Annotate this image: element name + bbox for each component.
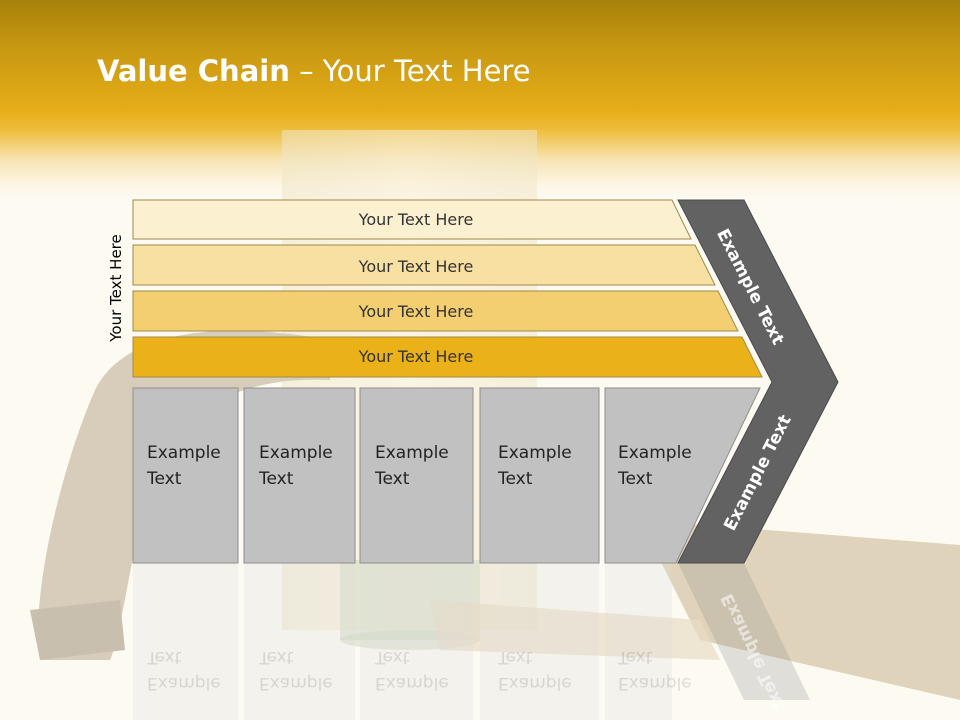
bar-4 xyxy=(132,336,763,378)
box-reflection-text: Text xyxy=(258,647,294,667)
box-reflection xyxy=(244,563,355,720)
box-2 xyxy=(243,387,356,564)
bar-1 xyxy=(132,199,692,240)
box-4-line1: Example xyxy=(498,443,572,463)
bar-2 xyxy=(132,244,716,286)
box-3-line2: Text xyxy=(374,469,410,489)
box-5-line1: Example xyxy=(618,443,692,463)
bar-1-label: Your Text Here xyxy=(358,210,474,229)
box-3 xyxy=(359,387,474,564)
box-reflection-text: Text xyxy=(497,647,533,667)
reflection-group: Text Example Text Example Text Example T… xyxy=(133,563,810,720)
box-reflection xyxy=(605,563,672,720)
box-1 xyxy=(132,387,239,564)
box-reflection-text: Example xyxy=(375,673,449,693)
arrow-reflection xyxy=(678,563,810,700)
bar-2-label: Your Text Here xyxy=(358,257,474,276)
box-reflection-text: Text xyxy=(374,647,410,667)
box-2-line2: Text xyxy=(258,469,294,489)
box-5 xyxy=(604,387,761,564)
bar-3 xyxy=(132,290,739,332)
box-reflection-text: Example xyxy=(259,673,333,693)
title-rest: – Your Text Here xyxy=(289,54,531,88)
bar-3-label: Your Text Here xyxy=(358,302,474,321)
box-1-line2: Text xyxy=(146,469,182,489)
title-bold: Value Chain xyxy=(97,54,290,88)
box-reflection-text: Example xyxy=(147,673,221,693)
box-reflection xyxy=(360,563,473,720)
margin-chevron xyxy=(677,199,839,564)
box-reflection-text: Example xyxy=(618,673,692,693)
slide-title: Value Chain – Your Text Here xyxy=(97,54,531,88)
box-reflection-text: Text xyxy=(617,647,653,667)
box-3-line1: Example xyxy=(375,443,449,463)
box-reflection xyxy=(480,563,599,720)
box-1-line1: Example xyxy=(147,443,221,463)
box-reflection-text: Text xyxy=(146,647,182,667)
box-reflection xyxy=(133,563,238,720)
box-4-line2: Text xyxy=(497,469,533,489)
bar-4-label: Your Text Here xyxy=(358,347,474,366)
box-4 xyxy=(479,387,600,564)
box-reflection-text: Example xyxy=(498,673,572,693)
box-5-line2: Text xyxy=(617,469,653,489)
box-2-line1: Example xyxy=(259,443,333,463)
